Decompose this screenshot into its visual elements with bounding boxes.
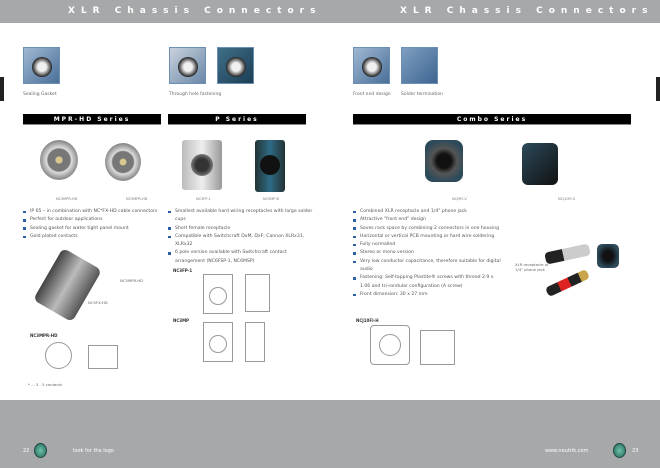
footer-band — [0, 400, 660, 468]
caption: Front end design — [353, 92, 391, 97]
product-label: NC5MPR-HD — [126, 197, 148, 201]
product-label: NC3FP-1 — [196, 197, 211, 201]
drawing-ncj10fi-h-front — [370, 325, 410, 365]
image-label: NC5FX-HD — [88, 300, 108, 305]
caption: Sealing Gasket — [23, 92, 57, 97]
drawing-label: NC3FP-1 — [173, 268, 193, 273]
feature-item: Horizontal or vertical PCB mounting or h… — [353, 233, 503, 241]
drawing-nc3mp-front — [203, 322, 233, 362]
drawing-label: NC3MPR-HD — [30, 333, 58, 338]
feature-item: Fastening: Self-tapping Plastite® screws… — [353, 274, 503, 291]
product-image-ncj9fi-v — [425, 140, 463, 182]
combo-receptacle-image — [597, 244, 619, 268]
drawing-label: NCJ10FI-H — [356, 318, 379, 323]
page-title-left: XLR Chassis Connectors — [68, 6, 322, 16]
footer-tagline: look for the logo — [73, 448, 114, 454]
photo-sealing-gasket — [23, 47, 60, 84]
phone-jack-plug-image — [544, 268, 591, 298]
drawing-nc3mpr-hd-front — [45, 342, 72, 369]
image-label: XLR receptacle or 1/4" phone jack — [515, 262, 549, 272]
photo-front-end — [353, 47, 390, 84]
photo-solder — [401, 47, 438, 84]
feature-item: Very low conductor capacitance, therefor… — [353, 258, 503, 275]
drawing-nc3fp-1-side — [245, 274, 270, 312]
product-label: NCJ10FI-S — [558, 197, 576, 201]
product-image-nc5mpr-hd — [105, 143, 141, 181]
combo-features: Combined XLR receptacle and 1/4" phone j… — [353, 208, 503, 299]
product-image-ncj10fi-s — [522, 143, 558, 185]
feature-item: Front dimension: 30 x 27 mm — [353, 291, 503, 299]
image-label: NC5MPR-HD — [120, 278, 144, 283]
page-title-right: XLR Chassis Connectors — [400, 6, 654, 16]
page-number-left: 22 — [23, 448, 30, 454]
caption: Solder termination — [401, 92, 443, 97]
feature-item: Stereo or mono version — [353, 249, 503, 257]
feature-item: Attractive "front end" design — [353, 216, 503, 224]
header-band — [0, 0, 660, 23]
product-label: NC3MPR-HD — [56, 197, 78, 201]
section-bar-p: P Series — [168, 114, 306, 125]
product-image-nc5mp-b — [255, 140, 285, 192]
page-number-right: 23 — [632, 448, 639, 454]
p-features: Smallest available hard wiring receptacl… — [168, 208, 318, 266]
feature-item: Gold plated contacts — [23, 233, 163, 241]
mpr-hd-features: IP 65 – in combination with NC*FX-HD cab… — [23, 208, 163, 241]
product-label: NC5MP-B — [263, 197, 279, 201]
section-bar-mpr-hd: MPR-HD Series — [23, 114, 161, 125]
feature-item: Smallest available hard wiring receptacl… — [168, 208, 318, 225]
drawing-nc3mp-side — [245, 322, 265, 362]
feature-item: Saves rack space by combining 2 connecto… — [353, 225, 503, 233]
feature-item: Compatible with Switchcraft DxM, DxF; Ca… — [168, 233, 318, 250]
product-label: NCJ9FI-V — [452, 197, 467, 201]
feature-item: 6 pole version available with Switchcraf… — [168, 249, 318, 266]
drawing-nc3mpr-hd-side — [88, 345, 118, 369]
neutrik-logo-icon — [34, 443, 47, 458]
xlr-plug-image — [544, 243, 591, 265]
feature-item: Combined XLR receptacle and 1/4" phone j… — [353, 208, 503, 216]
footer-url[interactable]: www.neutrik.com — [545, 448, 589, 454]
photo-through-hole — [169, 47, 206, 84]
side-tab-right — [656, 77, 660, 101]
drawing-ncj10fi-h-side — [420, 330, 455, 365]
drawing-nc3fp-1-front — [203, 274, 233, 314]
side-tab-left — [0, 77, 4, 101]
feature-item: Fully normalled — [353, 241, 503, 249]
caption: Through hole fastening — [169, 92, 222, 97]
feature-item: Short female receptacle — [168, 225, 318, 233]
neutrik-logo-icon — [613, 443, 626, 458]
section-bar-combo: Combo Series — [353, 114, 631, 125]
drawing-label: NC3MP — [173, 318, 189, 323]
photo-fastening-black — [217, 47, 254, 84]
feature-item: IP 65 – in combination with NC*FX-HD cab… — [23, 208, 163, 216]
product-image-nc3mpr-hd — [40, 140, 78, 180]
feature-item: Sealing gasket for water tight panel mou… — [23, 225, 163, 233]
feature-item: Perfect for outdoor applications — [23, 216, 163, 224]
footnote: * ... 3 - 5 contacts — [28, 382, 62, 387]
product-image-nc3fp-1 — [182, 140, 222, 190]
assembly-image-mpr-hd — [33, 247, 102, 323]
